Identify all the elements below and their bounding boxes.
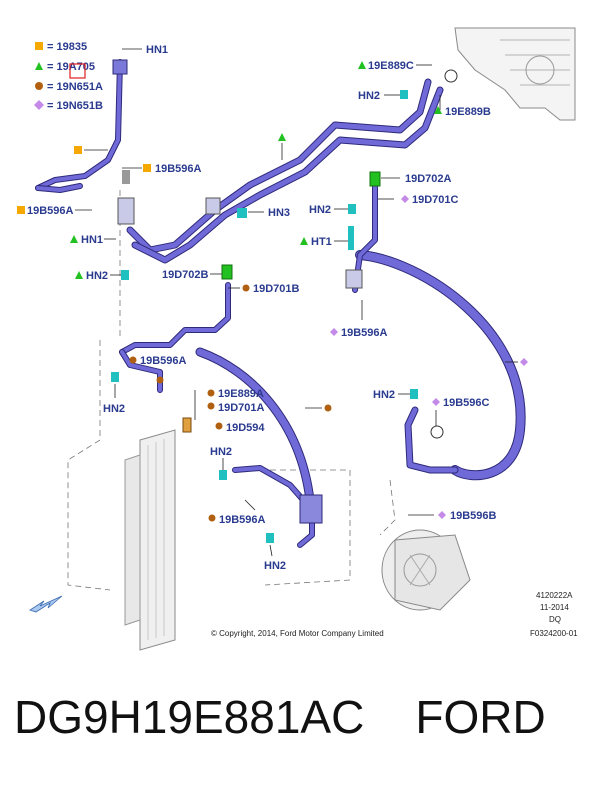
- circle-marker-icon: [207, 389, 215, 397]
- triangle-marker-icon: [75, 271, 83, 279]
- copyright: © Copyright, 2014, Ford Motor Company Li…: [211, 629, 384, 638]
- ac-line-diagram: = 19835 = 19A705 = 19N651A = 19N651B HN1…: [17, 27, 578, 651]
- callout-hn3: HN3: [268, 207, 290, 219]
- triangle-marker-icon: [358, 61, 366, 69]
- callout-hn2-top: HN2: [358, 90, 380, 102]
- callout-19d701c: 19D701C: [412, 194, 459, 206]
- diamond-marker-icon: [401, 195, 409, 203]
- square-marker-icon: [143, 164, 151, 172]
- triangle-marker-icon: [70, 235, 78, 243]
- callout-hn2-mid: HN2: [86, 270, 108, 282]
- callout-19b596a-bottom: 19B596A: [219, 514, 266, 526]
- compressor: [381, 529, 471, 611]
- circle-marker-icon: [207, 402, 215, 410]
- diamond-marker-icon: [330, 328, 338, 336]
- legend-item-19a705: = 19A705: [47, 61, 95, 73]
- circle-marker-icon: [156, 376, 164, 384]
- part-number-caption: DG9H19E881AC FORD: [14, 691, 546, 743]
- triangle-marker-icon: [278, 133, 286, 141]
- legend-highlight-box: [69, 63, 86, 79]
- square-marker-icon: [74, 146, 82, 154]
- legend-item-19835: = 19835: [47, 41, 87, 53]
- callout-19e889c: 19E889C: [368, 60, 414, 72]
- meta-code: 4120222A: [536, 591, 573, 600]
- callout-19b596a-lower: 19B596A: [140, 355, 187, 367]
- ac-pipes: [35, 59, 526, 548]
- circle-marker-icon: [215, 422, 223, 430]
- legend-item-19n651b: = 19N651B: [47, 100, 103, 112]
- callout-19b596c: 19B596C: [443, 397, 490, 409]
- circle-marker-icon: [129, 356, 137, 364]
- diamond-marker-icon: [432, 398, 440, 406]
- callout-19b596a-left: 19B596A: [27, 205, 74, 217]
- callouts: HN1 19B596A 19B596A HN1 HN2 HN3 19D702B: [17, 44, 528, 572]
- legend-square-icon: [35, 42, 43, 50]
- callout-19b596a-mid: 19B596A: [341, 327, 388, 339]
- diamond-marker-icon: [520, 358, 528, 366]
- callout-19e889a: 19E889A: [218, 388, 264, 400]
- callout-19b596a-1: 19B596A: [155, 163, 202, 175]
- figure-metadata: 4120222A 11-2014 DQ F0324200-01 © Copyri…: [211, 591, 578, 638]
- callout-hn2-low: HN2: [210, 446, 232, 458]
- meta-figure: F0324200-01: [530, 629, 578, 638]
- callout-ht1: HT1: [311, 236, 332, 248]
- fittings: [112, 59, 458, 524]
- callout-19d594: 19D594: [226, 422, 265, 434]
- front-direction-arrow-icon: [29, 595, 63, 613]
- callout-19d702b: 19D702B: [162, 269, 209, 281]
- legend-diamond-icon: [34, 100, 44, 110]
- condenser-radiator: [124, 429, 176, 651]
- legend-triangle-icon: [35, 62, 43, 70]
- callout-hn2-bottom: HN2: [264, 560, 286, 572]
- diamond-marker-icon: [438, 511, 446, 519]
- triangle-marker-icon: [434, 106, 442, 114]
- legend-item-19n651a: = 19N651A: [47, 81, 103, 93]
- callout-19d701b: 19D701B: [253, 283, 300, 295]
- callout-19d702a: 19D702A: [405, 173, 452, 185]
- legend: = 19835 = 19A705 = 19N651A = 19N651B: [34, 41, 103, 112]
- meta-date: 11-2014: [540, 603, 569, 612]
- evaporator-housing: [454, 27, 576, 121]
- circle-marker-icon: [242, 284, 250, 292]
- callout-hn2-rlow: HN2: [373, 389, 395, 401]
- callout-hn1-mid: HN1: [81, 234, 103, 246]
- circle-marker-icon: [208, 514, 216, 522]
- legend-circle-icon: [35, 82, 43, 90]
- callout-hn1-top: HN1: [146, 44, 168, 56]
- callout-19d701a: 19D701A: [218, 402, 265, 414]
- callout-hn2-right: HN2: [309, 204, 331, 216]
- callout-19b596b: 19B596B: [450, 510, 497, 522]
- square-marker-icon: [17, 206, 25, 214]
- meta-initials: DQ: [549, 615, 561, 624]
- callout-hn2-lowleft: HN2: [103, 403, 125, 415]
- triangle-marker-icon: [300, 237, 308, 245]
- callout-19e889b: 19E889B: [445, 106, 491, 118]
- circle-marker-icon: [324, 404, 332, 412]
